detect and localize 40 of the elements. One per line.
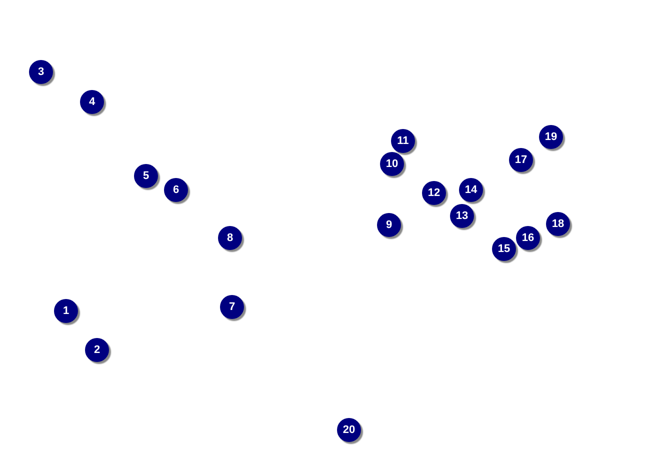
callout-circle bbox=[85, 338, 109, 362]
callout-number: 19 bbox=[544, 131, 558, 143]
callout-circle bbox=[459, 178, 483, 202]
callout-circle bbox=[391, 129, 415, 153]
callout-circle bbox=[337, 418, 361, 442]
callout-number: 13 bbox=[456, 210, 468, 222]
callout-number: 14 bbox=[464, 184, 478, 196]
callout-circle bbox=[80, 90, 104, 114]
callout-circle bbox=[450, 204, 474, 228]
callout-number: 2 bbox=[94, 344, 100, 356]
callout-number: 18 bbox=[552, 218, 564, 230]
callout-circle bbox=[492, 237, 516, 261]
callout-number: 20 bbox=[342, 424, 356, 436]
callout-circle bbox=[516, 226, 540, 250]
callout-number: 16 bbox=[522, 232, 534, 244]
callout-number: 15 bbox=[498, 243, 510, 255]
callout-number: 6 bbox=[172, 184, 180, 196]
callout-circle bbox=[29, 60, 53, 84]
callout-number: 11 bbox=[397, 135, 409, 147]
callout-circle bbox=[54, 299, 78, 323]
callout-number: 8 bbox=[226, 232, 234, 244]
callout-number: 5 bbox=[142, 170, 150, 182]
callout-number: 10 bbox=[386, 158, 398, 170]
callout-circle bbox=[218, 226, 242, 250]
callout-number: 9 bbox=[386, 219, 392, 231]
callout-circle bbox=[164, 178, 188, 202]
callout-circle bbox=[422, 181, 446, 205]
callout-number: 17 bbox=[514, 154, 528, 166]
callout-number: 7 bbox=[228, 301, 236, 313]
callout-circle bbox=[220, 295, 244, 319]
callout-circle bbox=[509, 148, 533, 172]
callout-number: 4 bbox=[88, 96, 96, 108]
callout-circle bbox=[539, 125, 563, 149]
callout-number: 3 bbox=[38, 66, 44, 78]
callout-circle bbox=[134, 164, 158, 188]
callout-number: 1 bbox=[62, 305, 70, 317]
callout-circle bbox=[546, 212, 570, 236]
callout-number: 12 bbox=[428, 187, 440, 199]
callout-circle bbox=[380, 152, 404, 176]
callout-circle bbox=[377, 213, 401, 237]
